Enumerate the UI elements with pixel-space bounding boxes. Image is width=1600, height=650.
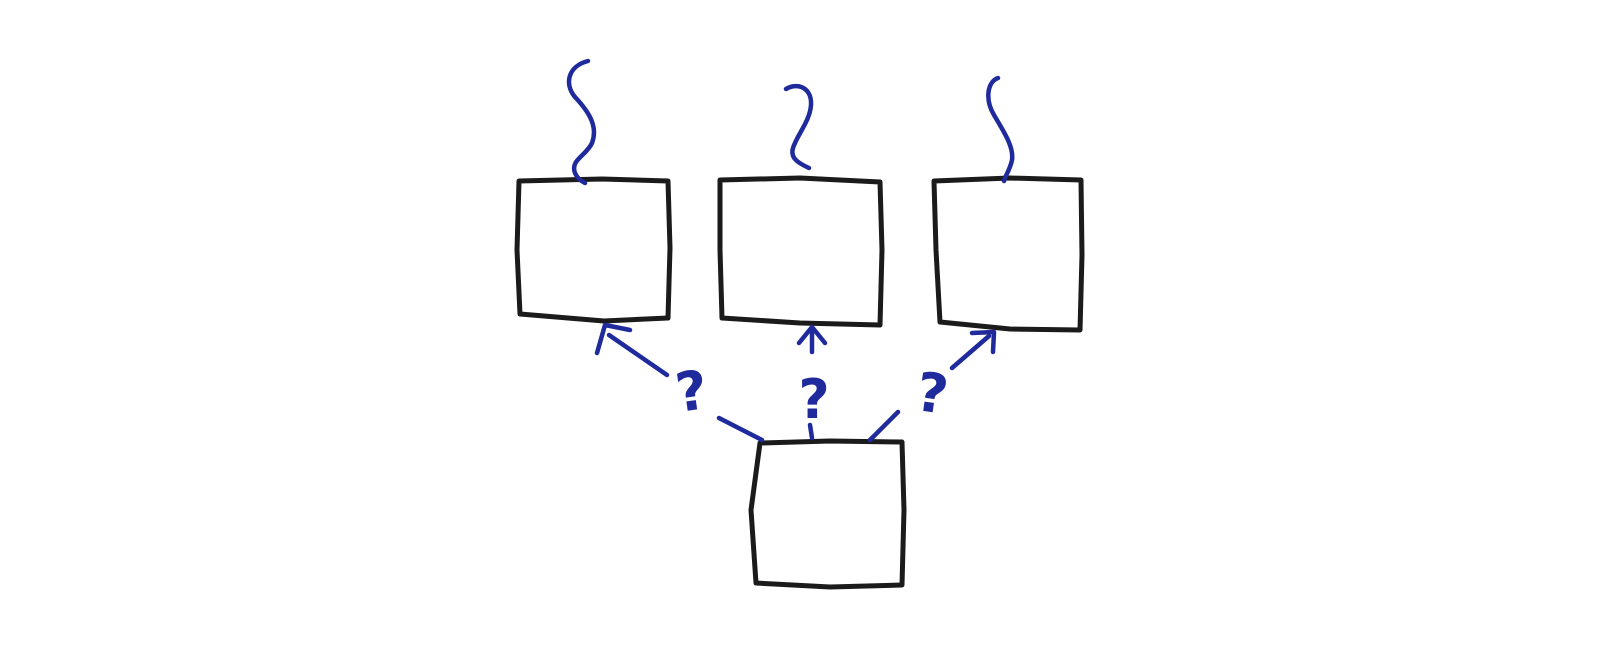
question-mark-1: ? — [672, 358, 712, 425]
connection-1-dash — [606, 332, 670, 378]
source-box — [748, 438, 907, 590]
arrowhead-up-left-icon — [594, 322, 633, 356]
squiggle-icon-3 — [986, 75, 1015, 184]
connection-2 — [796, 324, 828, 441]
connection-3-dash — [949, 333, 992, 371]
target-box-2 — [717, 175, 885, 328]
target-box-1 — [514, 176, 673, 324]
connection-1 — [594, 322, 765, 443]
connection-3 — [867, 329, 997, 443]
target-box-3 — [931, 175, 1085, 333]
squiggle-icon-2 — [783, 83, 814, 171]
connection-1-dash — [716, 415, 765, 443]
question-mark-3: ? — [912, 360, 952, 427]
connection-2-dash — [807, 422, 815, 441]
squiggle-icon-1 — [566, 58, 597, 186]
arrowhead-up-right-icon — [969, 329, 997, 355]
connection-3-dash — [867, 409, 901, 443]
question-mark-2: ? — [798, 368, 829, 431]
arrowhead-up-icon — [796, 324, 828, 346]
